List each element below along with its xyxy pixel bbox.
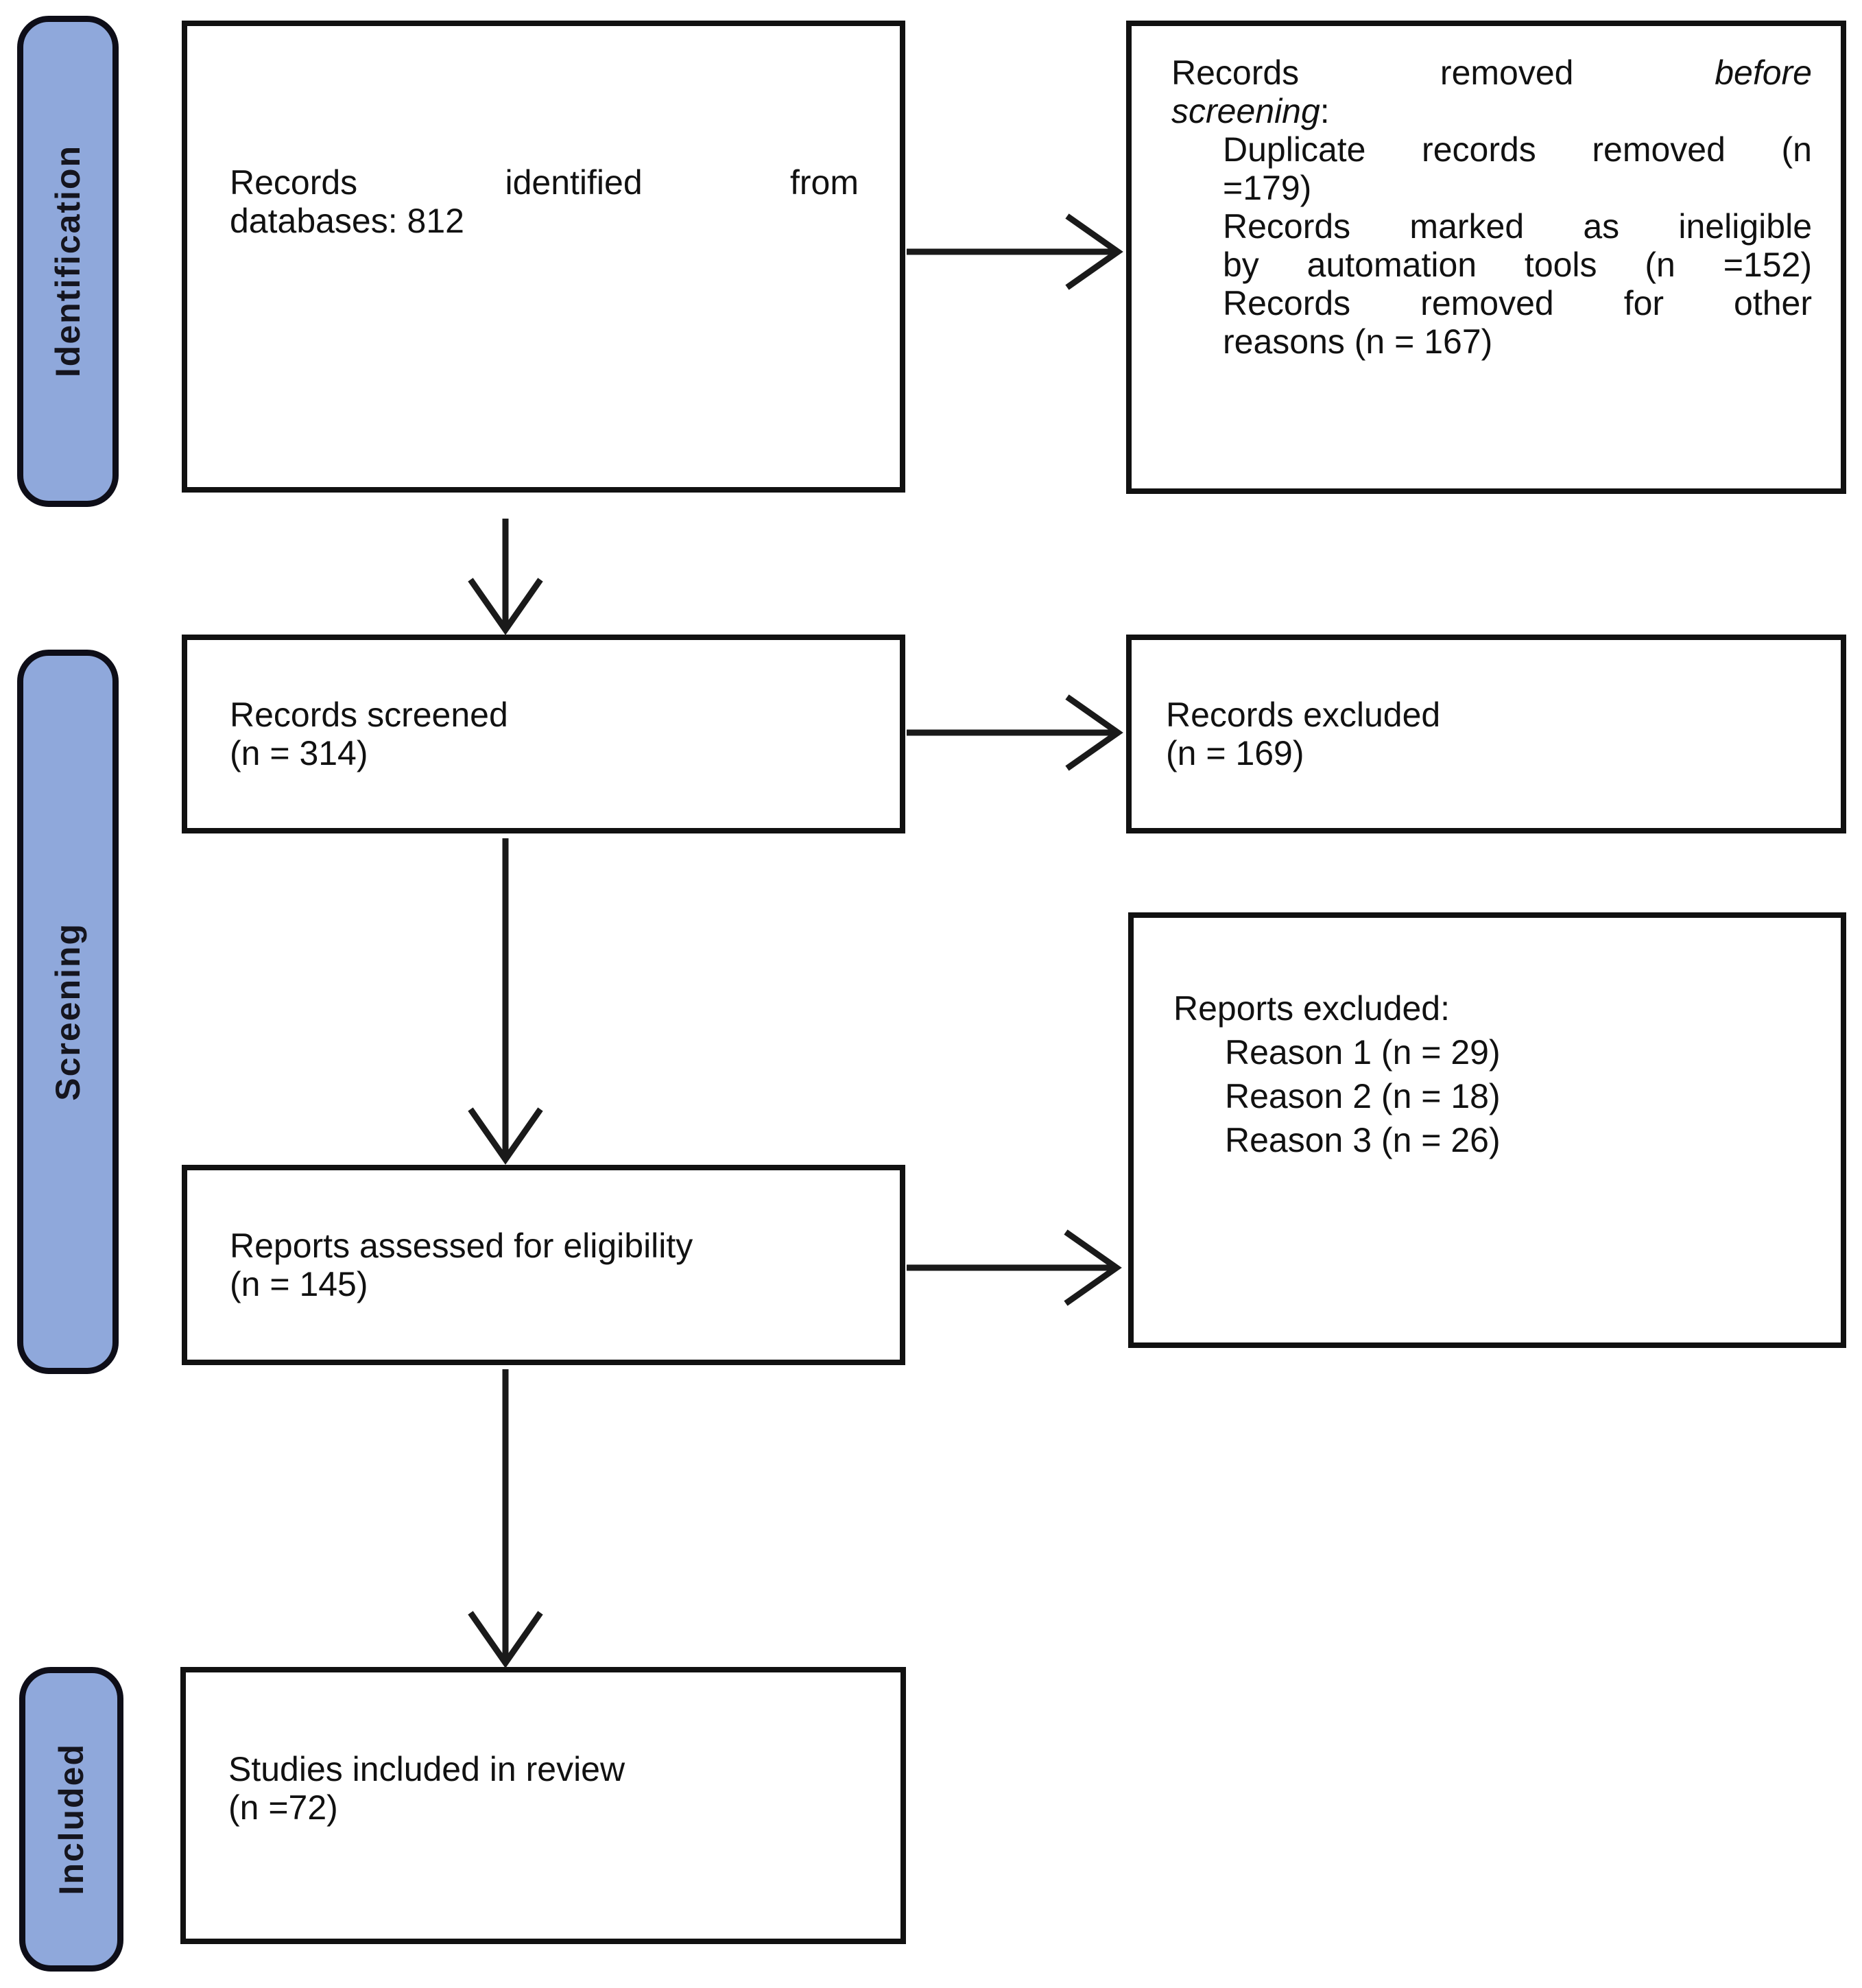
arrow-assessed-to-included <box>468 1369 543 1668</box>
stage-label-screening-text: Screening <box>49 923 87 1101</box>
removed-item-other-line2: reasons (n = 167) <box>1223 322 1493 361</box>
stage-label-screening: Screening <box>17 650 119 1374</box>
arrow-screened-to-assessed <box>468 838 543 1165</box>
box-records-identified: Records identified from databases: 812 <box>182 21 905 493</box>
box-records-screened: Records screened (n = 314) <box>182 635 905 833</box>
reports-excluded-reason1: Reason 1 (n = 29) <box>1225 1033 1501 1072</box>
stage-label-identification: Identification <box>17 16 119 507</box>
arrow-assessed-to-reports-excluded <box>907 1229 1122 1306</box>
box-records-removed-before-screening: Records removed before screening: Duplic… <box>1126 21 1846 494</box>
records-excluded-line2: (n = 169) <box>1166 734 1304 772</box>
records-screened-line2: (n = 314) <box>230 734 368 772</box>
box-records-excluded: Records excluded (n = 169) <box>1126 635 1846 833</box>
removed-item-other-line1: Records removed for other <box>1223 284 1812 322</box>
reports-assessed-line2: (n = 145) <box>230 1265 368 1303</box>
box-studies-included: Studies included in review (n =72) <box>180 1667 906 1944</box>
removed-item-duplicates-line1: Duplicate records removed (n <box>1223 130 1812 169</box>
arrow-identified-to-screened <box>468 519 543 635</box>
stage-label-identification-text: Identification <box>49 145 87 378</box>
arrow-identified-to-removed <box>907 213 1123 290</box>
studies-included-line2: (n =72) <box>228 1788 338 1827</box>
reports-excluded-header: Reports excluded: <box>1173 989 1451 1028</box>
box-reports-excluded: Reports excluded: Reason 1 (n = 29) Reas… <box>1128 912 1846 1348</box>
records-screened-line1: Records screened <box>230 696 508 734</box>
removed-item-duplicates-line2: =179) <box>1223 169 1312 207</box>
removed-item-automation-line1: Records marked as ineligible <box>1223 207 1812 246</box>
reports-excluded-reason2: Reason 2 (n = 18) <box>1225 1077 1501 1115</box>
records-excluded-line1: Records excluded <box>1166 696 1441 734</box>
records-removed-line2: screening: <box>1171 92 1330 130</box>
stage-label-included-text: Included <box>52 1743 91 1895</box>
stage-label-included: Included <box>19 1667 123 1972</box>
reports-excluded-reason3: Reason 3 (n = 26) <box>1225 1121 1501 1159</box>
removed-item-automation-line2: by automation tools (n =152) <box>1223 246 1812 284</box>
records-identified-line1: Records identified from <box>230 163 859 202</box>
records-removed-line1: Records removed before <box>1171 54 1812 92</box>
arrow-screened-to-excluded <box>907 694 1123 771</box>
reports-assessed-line1: Reports assessed for eligibility <box>230 1227 693 1265</box>
studies-included-line1: Studies included in review <box>228 1750 625 1788</box>
records-identified-line2: databases: 812 <box>230 202 464 240</box>
box-reports-assessed: Reports assessed for eligibility (n = 14… <box>182 1165 905 1365</box>
